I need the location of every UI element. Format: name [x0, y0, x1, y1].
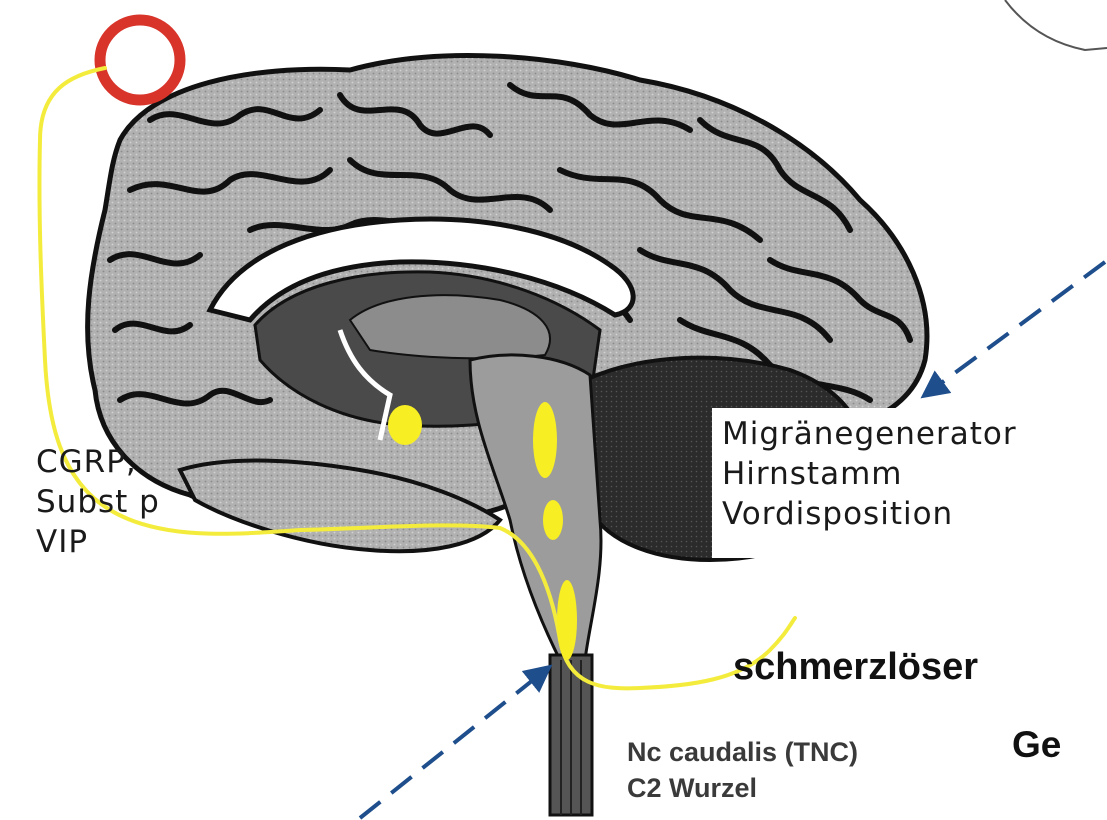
- nucleus-name: Nc caudalis (TNC): [627, 734, 858, 770]
- generator-location: Hirnstamm: [722, 454, 1017, 494]
- generator-label: Migränegenerator Hirnstamm Vordispositio…: [722, 414, 1017, 534]
- pain-focus-ring: [100, 20, 180, 100]
- neuropeptide-vip: VIP: [36, 522, 160, 562]
- nerve-root: C2 Wurzel: [627, 770, 858, 806]
- neuropeptide-cgrp: CGRP,: [36, 442, 160, 482]
- neuropeptide-substance-p: Subst p: [36, 482, 160, 522]
- nucleus-pointer-arrow: [360, 668, 548, 818]
- generator-title: Migränegenerator: [722, 414, 1017, 454]
- generator-pointer-arrow: [925, 262, 1105, 395]
- nucleus-caudalis-label: Nc caudalis (TNC) C2 Wurzel: [627, 734, 858, 806]
- pain-relief-label: schmerzlöser: [733, 646, 978, 689]
- neuropeptide-label: CGRP, Subst p VIP: [36, 442, 160, 562]
- fragment-label: Ge: [1012, 724, 1061, 766]
- generator-predisposition: Vordisposition: [722, 494, 1017, 534]
- top-circle-outline: [1005, 0, 1107, 50]
